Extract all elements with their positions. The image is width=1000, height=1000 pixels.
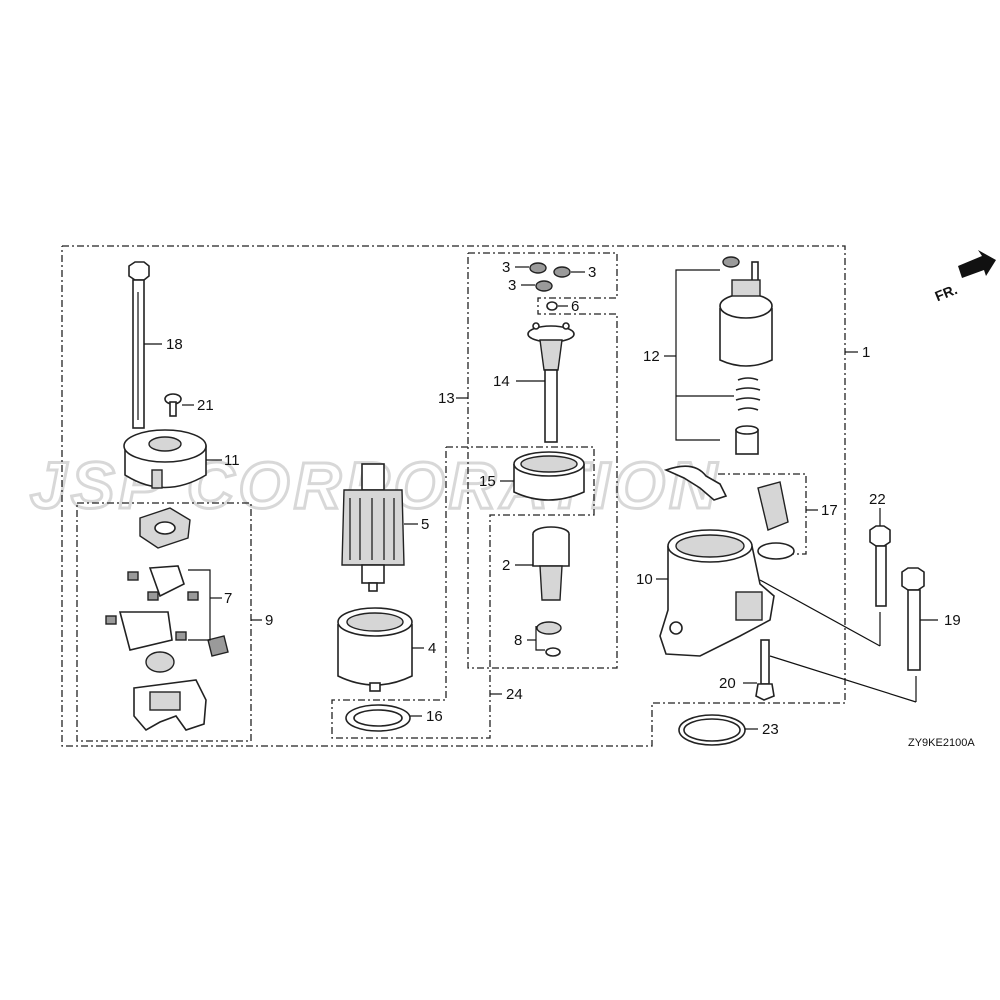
callout-18: 18 xyxy=(166,336,183,353)
callout-3c: 3 xyxy=(508,277,516,294)
callout-15: 15 xyxy=(479,473,496,490)
part-5-armature xyxy=(341,463,418,592)
callout-23: 23 xyxy=(762,721,779,738)
front-arrow-icon xyxy=(958,250,996,278)
part-23-o-ring xyxy=(678,714,758,746)
part-9-brush-holder-set xyxy=(105,507,262,732)
leader-line-22 xyxy=(759,579,881,647)
callout-13: 13 xyxy=(438,390,455,407)
callout-10: 10 xyxy=(636,571,653,588)
drawing-code: ZY9KE2100A xyxy=(908,737,975,749)
front-direction-indicator: FR. xyxy=(933,250,996,304)
callout-21: 21 xyxy=(197,397,214,414)
part-18-through-bolt xyxy=(128,261,162,429)
callout-2: 2 xyxy=(502,557,510,574)
part-12-solenoid xyxy=(664,256,773,455)
part-20-bolt xyxy=(743,639,775,701)
callout-3b: 3 xyxy=(588,264,596,281)
part-21-screw xyxy=(164,393,194,417)
part-16-ring xyxy=(345,704,422,732)
part-11-rear-cover xyxy=(123,429,222,489)
callout-8: 8 xyxy=(514,632,522,649)
callout-9: 9 xyxy=(265,612,273,629)
callout-11: 11 xyxy=(224,452,240,469)
group-outline-9 xyxy=(76,502,252,742)
part-4-yoke xyxy=(337,607,424,692)
callout-4: 4 xyxy=(428,640,436,657)
part-15-internal-gear xyxy=(500,451,585,501)
part-22-bolt xyxy=(869,508,891,607)
part-3-nuts xyxy=(515,262,585,292)
callout-5: 5 xyxy=(421,516,429,533)
assembly-outline-1 xyxy=(61,245,846,747)
callout-20: 20 xyxy=(719,675,736,692)
group-outline-13 xyxy=(467,252,618,669)
callout-12: 12 xyxy=(643,348,660,365)
group-outline-24 xyxy=(331,446,595,739)
callout-3a: 3 xyxy=(502,259,510,276)
callout-17: 17 xyxy=(821,502,838,519)
callout-6: 6 xyxy=(571,298,579,315)
front-label: FR. xyxy=(933,281,960,304)
part-17-kit xyxy=(663,465,818,560)
callout-1: 1 xyxy=(862,344,870,361)
part-8-stop-collar xyxy=(527,621,562,657)
part-19-bolt xyxy=(901,567,938,671)
leader-line-19 xyxy=(769,655,917,703)
part-2-pinion-clutch xyxy=(515,526,570,601)
callout-16: 16 xyxy=(426,708,443,725)
callout-22: 22 xyxy=(869,491,886,508)
callout-24: 24 xyxy=(506,686,523,703)
callout-19: 19 xyxy=(944,612,961,629)
part-10-front-housing xyxy=(656,529,775,657)
callout-7: 7 xyxy=(224,590,232,607)
part-14-drive-shaft xyxy=(516,322,575,443)
callout-14: 14 xyxy=(493,373,510,390)
part-6-washer xyxy=(546,301,568,311)
